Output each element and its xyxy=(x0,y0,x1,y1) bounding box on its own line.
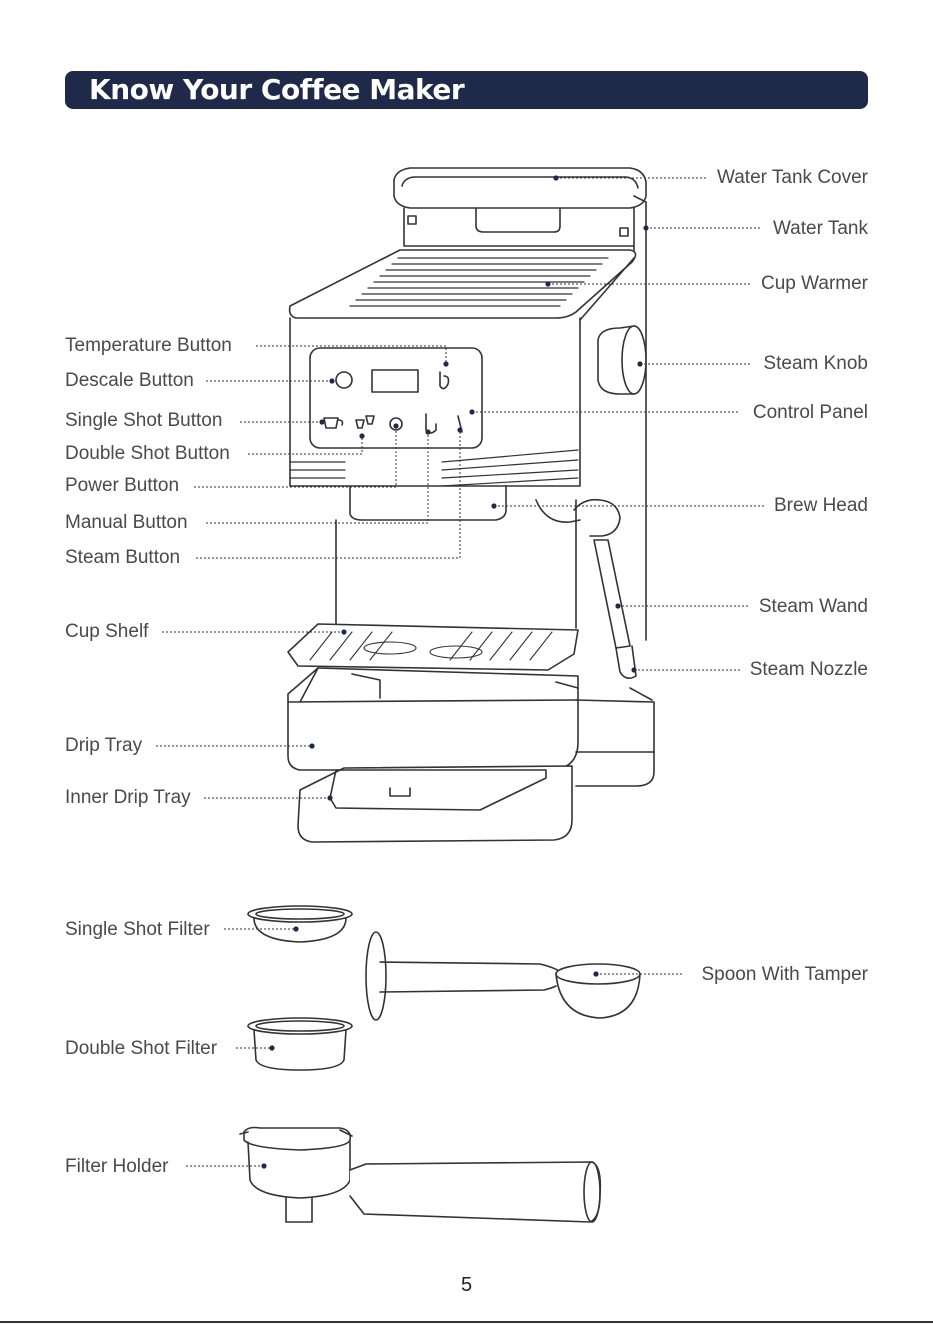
label-steam-knob: Steam Knob xyxy=(763,353,868,374)
label-power-button: Power Button xyxy=(65,475,180,496)
label-double-shot-button: Double Shot Button xyxy=(65,443,230,464)
label-inner-drip-tray: Inner Drip Tray xyxy=(65,787,191,808)
label-cup-shelf: Cup Shelf xyxy=(65,621,149,642)
label-single-shot-button: Single Shot Button xyxy=(65,410,223,431)
section-banner: Know Your Coffee Maker xyxy=(65,71,868,109)
label-brew-head: Brew Head xyxy=(774,495,868,516)
label-control-panel: Control Panel xyxy=(752,402,868,423)
label-filter-holder: Filter Holder xyxy=(65,1156,169,1177)
label-drip-tray: Drip Tray xyxy=(65,735,143,756)
label-water-tank: Water Tank xyxy=(772,218,868,239)
label-cup-warmer: Cup Warmer xyxy=(761,273,868,294)
label-manual-button: Manual Button xyxy=(65,512,188,533)
page-number: 5 xyxy=(460,1274,473,1296)
label-steam-wand: Steam Wand xyxy=(758,596,868,617)
label-double-shot-filter: Double Shot Filter xyxy=(65,1038,218,1059)
label-descale-button: Descale Button xyxy=(65,370,194,391)
page-title: Know Your Coffee Maker xyxy=(89,73,465,106)
label-water-tank-cover: Water Tank Cover xyxy=(717,167,868,188)
label-steam-nozzle: Steam Nozzle xyxy=(749,659,868,680)
label-steam-button: Steam Button xyxy=(65,547,181,568)
label-spoon-with-tamper: Spoon With Tamper xyxy=(701,964,868,985)
label-temperature-button: Temperature Button xyxy=(65,335,232,356)
bottom-rule xyxy=(0,1321,933,1323)
label-single-shot-filter: Single Shot Filter xyxy=(65,919,210,940)
